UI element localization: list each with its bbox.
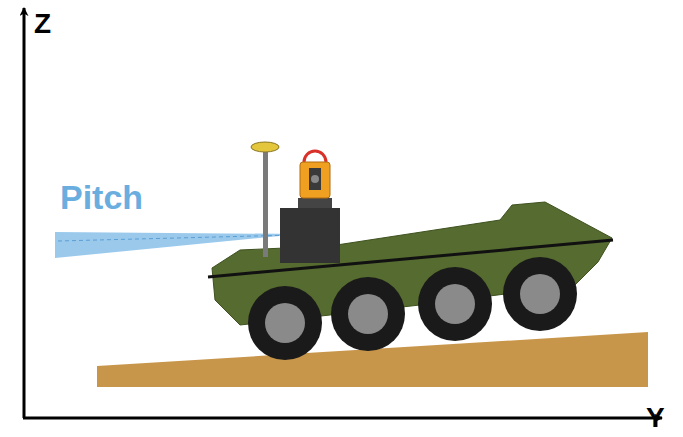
- station-eye: [311, 175, 319, 183]
- station-lens: [309, 168, 321, 190]
- axis-label: Y: [646, 404, 665, 432]
- wheel-tire: [248, 286, 322, 360]
- wheel-hub: [348, 294, 388, 334]
- angle-label: Pitch: [60, 180, 143, 214]
- axis-label: Z: [34, 10, 51, 38]
- wheel-tire: [503, 257, 577, 331]
- wheel-tire: [418, 267, 492, 341]
- wheel-hub: [435, 284, 475, 324]
- wheels: [248, 257, 577, 360]
- antenna-pole: [263, 152, 268, 257]
- station-base: [298, 198, 332, 208]
- y-axis: [23, 417, 662, 420]
- wheel-hub: [265, 303, 305, 343]
- wheel-hub: [520, 274, 560, 314]
- total-station: [300, 162, 330, 198]
- z-axis: [23, 8, 26, 418]
- station-handle: [304, 151, 326, 162]
- gnss-antenna: [251, 142, 279, 152]
- equipment-box: [280, 208, 340, 263]
- pitch-reference: [58, 235, 295, 241]
- wheel-tire: [331, 277, 405, 351]
